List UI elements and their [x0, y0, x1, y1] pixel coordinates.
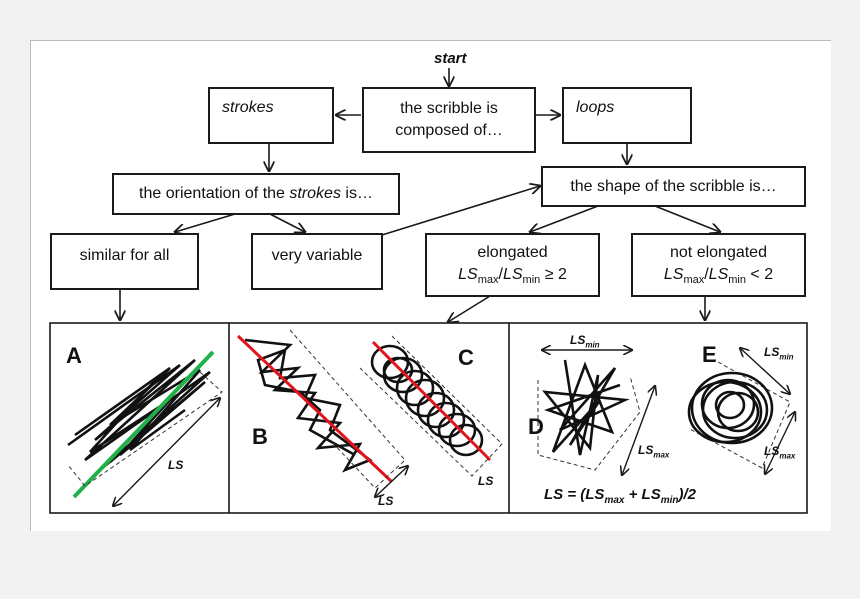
- ls-min-label-e: LSmin: [764, 345, 794, 362]
- not-elongated-criterion: LSmax/LSmin < 2: [663, 265, 774, 286]
- variable-box: very variable: [251, 233, 383, 290]
- orientation-strokes: strokes: [289, 185, 341, 203]
- strokes-box: strokes: [208, 87, 334, 144]
- composed-box: the scribble is composed of…: [362, 87, 536, 153]
- orientation-box: the orientation of the strokes is…: [112, 173, 400, 215]
- similar-box: similar for all: [50, 233, 199, 290]
- ls-label-b: LS: [378, 494, 394, 508]
- ls-formula: LS = (LSmax + LSmin)/2: [544, 486, 697, 506]
- ls-label-a: LS: [168, 458, 184, 472]
- ls-min-label-d: LSmin: [570, 333, 600, 350]
- panel-b-label: B: [252, 424, 268, 449]
- composed-line1: the scribble is: [400, 100, 498, 118]
- scribble-c: [359, 335, 503, 477]
- composed-line2: composed of…: [395, 122, 503, 139]
- scribble-a: [67, 350, 223, 506]
- orientation-suffix: is…: [340, 185, 373, 203]
- orientation-prefix: the orientation of the: [139, 185, 290, 203]
- not-elongated-box: not elongated LSmax/LSmin < 2: [631, 233, 806, 297]
- panel-c-label: C: [458, 345, 474, 370]
- scribble-d: [537, 350, 655, 475]
- panel-d-label: D: [528, 414, 544, 439]
- strokes-label: strokes: [222, 99, 274, 116]
- panel-e-label: E: [702, 342, 717, 367]
- scribble-b: [236, 329, 408, 497]
- loops-label: loops: [576, 99, 615, 116]
- ls-label-c: LS: [478, 474, 494, 488]
- elongated-box: elongated LSmax/LSmin ≥ 2: [425, 233, 600, 297]
- elongated-criterion: LSmax/LSmin ≥ 2: [458, 265, 567, 286]
- panel-a-label: A: [66, 343, 82, 368]
- flow-arrows: [120, 68, 720, 322]
- not-elongated-label: not elongated: [670, 244, 767, 262]
- ls-max-label-e: LSmax: [764, 444, 796, 461]
- scribble-e: [687, 348, 795, 474]
- start-label: start: [434, 50, 467, 67]
- elongated-label: elongated: [477, 244, 548, 262]
- shape-box: the shape of the scribble is…: [541, 166, 806, 207]
- panel-frames: [49, 322, 808, 514]
- ls-max-label-d: LSmax: [638, 443, 670, 460]
- loops-box: loops: [562, 87, 692, 144]
